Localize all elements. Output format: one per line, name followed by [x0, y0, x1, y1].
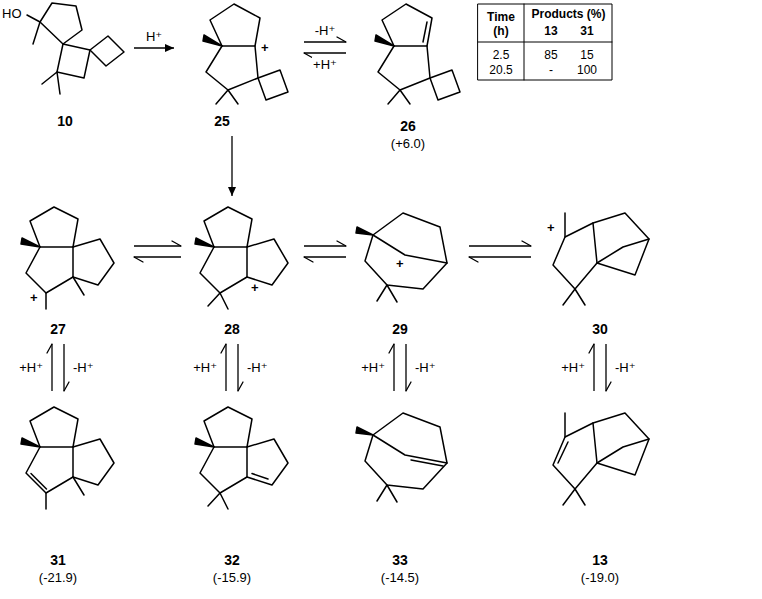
compound-caption: 25 [182, 113, 262, 130]
results-table-grid [478, 4, 612, 80]
compound-caption: 33(-14.5) [360, 552, 440, 586]
charge-sign: + [251, 281, 259, 295]
molecule-30 [553, 213, 649, 305]
molecule-25 [203, 4, 288, 104]
reagent-label: +H⁺ [560, 360, 586, 375]
relative-energy: (-15.9) [192, 569, 272, 586]
charge-sign: + [396, 257, 404, 271]
table-cell: 20.5 [479, 63, 523, 77]
atom-label: HO [2, 6, 22, 21]
reaction-arrow [389, 344, 394, 391]
compound-caption: 30 [560, 321, 640, 338]
charge-sign: + [261, 41, 269, 55]
relative-energy: (-21.9) [18, 569, 98, 586]
compound-number: 28 [192, 321, 272, 338]
reaction-arrow [606, 344, 611, 391]
compound-caption: 26(+6.0) [368, 118, 448, 152]
compound: 27 [10, 200, 130, 340]
reagent-label: +H⁺ [192, 360, 218, 375]
table-cell: 100 [570, 63, 604, 77]
reagent-label: -H⁺ [246, 360, 269, 375]
charge-sign: + [547, 221, 555, 235]
compound: 29 [350, 200, 465, 340]
reagent-label: -H⁺ [314, 23, 337, 38]
table-cell: Products (%) [525, 7, 612, 21]
molecule-29 [356, 213, 447, 302]
reaction-arrow [589, 344, 594, 391]
reagent-label: +H⁺ [360, 360, 386, 375]
compound: 25 [178, 0, 300, 132]
compound-caption: 32(-15.9) [192, 552, 272, 586]
reaction-arrow [469, 257, 531, 262]
compound-number: 33 [360, 552, 440, 569]
molecule-31 [21, 407, 114, 509]
reaction-arrow [304, 241, 346, 246]
compound-caption: 29 [360, 321, 440, 338]
table-cell: 31 [570, 24, 604, 38]
reagent-label: +H⁺ [18, 360, 44, 375]
table-cell: 13 [534, 24, 568, 38]
compound: 33(-14.5) [350, 395, 465, 588]
reaction-arrow [221, 344, 226, 391]
compound-number: 25 [182, 113, 262, 130]
compound-number: 27 [18, 321, 98, 338]
reaction-arrow [238, 344, 243, 391]
compound-caption: 27 [18, 321, 98, 338]
reaction-arrow [134, 44, 174, 52]
compound-caption: 28 [192, 321, 272, 338]
reaction-arrow [134, 257, 181, 262]
compound-number: 29 [360, 321, 440, 338]
reaction-arrow [228, 136, 236, 196]
compound-number: 13 [560, 552, 640, 569]
table-cell: 85 [534, 48, 568, 62]
reagent-label: -H⁺ [414, 360, 437, 375]
compound-number: 30 [560, 321, 640, 338]
reagent-label: +H⁺ [312, 57, 338, 72]
reaction-arrow [406, 344, 411, 391]
compound: 32(-15.9) [185, 395, 300, 588]
reagent-label: -H⁺ [614, 360, 637, 375]
reaction-arrow [47, 344, 52, 391]
charge-sign: + [30, 291, 38, 305]
molecule-28 [195, 207, 288, 309]
compound-caption: 13(-19.0) [560, 552, 640, 586]
compound-number: 26 [368, 118, 448, 135]
reagent-label: H⁺ [145, 29, 163, 44]
compound: 26(+6.0) [350, 0, 465, 154]
table-cell: 2.5 [479, 48, 523, 62]
molecule-33 [356, 413, 447, 502]
relative-energy: (+6.0) [368, 135, 448, 152]
reagent-label: -H⁺ [72, 360, 95, 375]
compound: 28 [185, 200, 300, 340]
molecule-13 [553, 413, 649, 505]
molecule-27 [21, 207, 114, 309]
compound-caption: 31(-21.9) [18, 552, 98, 586]
compound-number: 32 [192, 552, 272, 569]
relative-energy: (-19.0) [560, 569, 640, 586]
molecule-32 [195, 407, 288, 509]
table-cell: 15 [570, 48, 604, 62]
molecule-26 [375, 4, 460, 104]
relative-energy: (-14.5) [360, 569, 440, 586]
compound-number: 31 [18, 552, 98, 569]
compound: 13(-19.0) [535, 395, 665, 588]
reaction-arrow [134, 241, 181, 246]
compound: 31(-21.9) [10, 395, 130, 588]
reaction-arrow [469, 241, 531, 246]
compound-caption: 10 [25, 113, 105, 130]
reaction-arrow [64, 344, 69, 391]
molecule-10 [27, 3, 124, 94]
compound-number: 10 [25, 113, 105, 130]
reaction-arrow [304, 257, 346, 262]
table-cell: - [534, 63, 568, 77]
table-cell: Time (h) [479, 10, 523, 38]
